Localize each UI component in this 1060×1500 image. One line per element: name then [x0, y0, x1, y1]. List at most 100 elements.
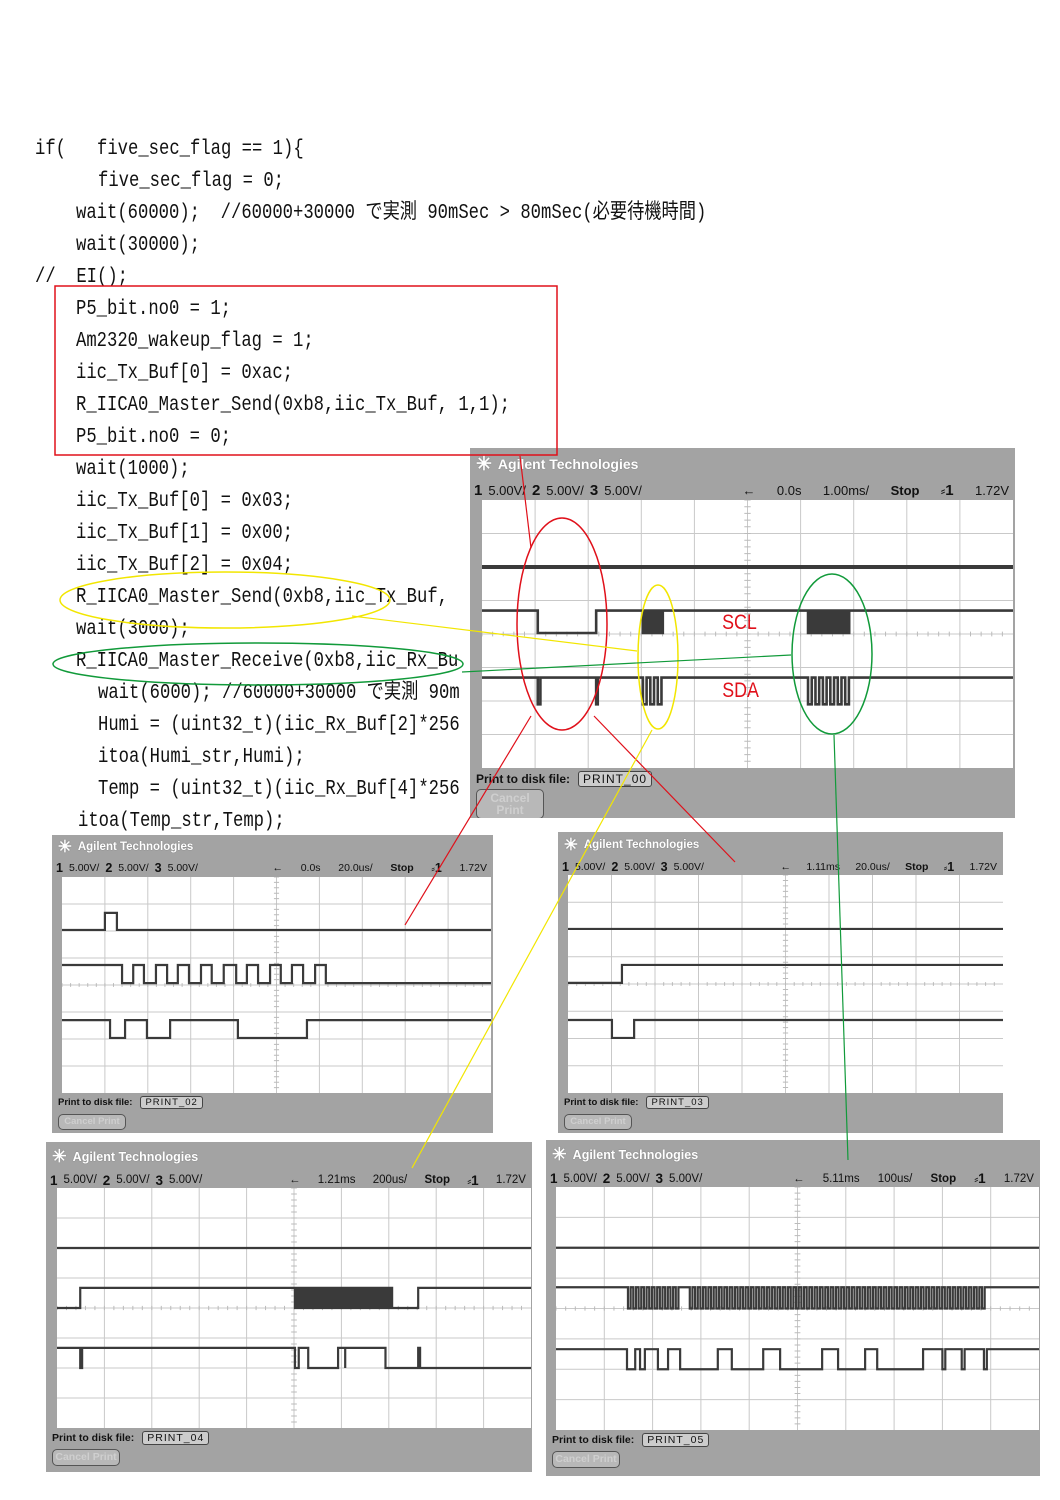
print-file-name: PRINT_03	[646, 1096, 709, 1109]
channel-1-number: 1	[550, 1171, 558, 1186]
channel-2-trace	[62, 965, 491, 983]
trigger-source: ⸗1	[974, 1171, 986, 1186]
channel-2-number: 2	[602, 1171, 611, 1186]
agilent-logo-icon: ✳	[52, 1146, 67, 1167]
print-file-name: PRINT_04	[142, 1431, 210, 1445]
code-line: R_IICA0_Master_Send(0xb8,iic_Tx_Buf, 1,1…	[76, 394, 511, 417]
waveform-display	[556, 1187, 1039, 1430]
trigger-level: 1.72V	[459, 862, 487, 874]
print-to-disk-label: Print to disk file:	[476, 772, 571, 786]
channel-3-number: 3	[589, 481, 599, 499]
delay-arrow-icon: ←	[272, 862, 284, 874]
channel-1-scale: 5.00V/	[563, 1172, 597, 1185]
trigger-source: ⸗1	[943, 859, 955, 874]
channel-3-number: 3	[155, 1172, 164, 1188]
print-to-disk-row: Print to disk file: PRINT_05	[552, 1433, 710, 1447]
scope-title-bar: ✳ Agilent Technologies	[52, 835, 193, 859]
print-to-disk-label: Print to disk file:	[564, 1097, 639, 1108]
code-line: iic_Tx_Buf[0] = 0xac;	[76, 362, 294, 385]
channel-3-number: 3	[660, 859, 668, 874]
delay-arrow-icon: ←	[289, 1174, 301, 1186]
channel-3-number: 3	[154, 861, 162, 875]
delay-arrow-icon: ←	[742, 482, 756, 498]
brand-name: Agilent Technologies	[77, 841, 194, 853]
code-line: R_IICA0_Master_Receive(0xb8,iic_Rx_Bu	[76, 650, 459, 673]
brand-name: Agilent Technologies	[72, 1150, 199, 1164]
brand-name: Agilent Technologies	[572, 1148, 699, 1162]
trigger-level: 1.72V	[1003, 1172, 1034, 1185]
cancel-print-button[interactable]: Cancel Print	[552, 1451, 620, 1468]
delay-value: 1.11ms	[806, 860, 840, 873]
channel-1-scale: 5.00V/	[488, 482, 526, 498]
print-file-name: PRINT_02	[140, 1096, 203, 1109]
code-line: iic_Tx_Buf[1] = 0x00;	[76, 522, 294, 545]
code-line: Humi = (uint32_t)(iic_Rx_Buf[2]*256	[98, 714, 460, 737]
code-line: P5_bit.no0 = 0;	[76, 426, 232, 449]
code-line: wait(30000);	[76, 234, 201, 257]
delay-value: 1.21ms	[317, 1174, 356, 1186]
code-line: if( five_sec_flag == 1){	[35, 138, 304, 161]
run-status: Stop	[890, 482, 920, 498]
center-ticks	[568, 875, 994, 1088]
channel-1-scale: 5.00V/	[68, 862, 100, 874]
print-to-disk-row: Print to disk file: PRINT_03	[564, 1096, 709, 1109]
timebase-value: 100us/	[877, 1172, 913, 1185]
code-line: itoa(Humi_str,Humi);	[98, 746, 305, 769]
channel-2-scale: 5.00V/	[616, 1172, 650, 1185]
channel-3-scale: 5.00V/	[669, 1172, 703, 1185]
channel-1-number: 1	[56, 861, 63, 875]
code-line: wait(1000);	[76, 458, 190, 481]
channel-2-scale: 5.00V/	[118, 862, 149, 874]
timebase-value: 20.0us/	[338, 862, 373, 874]
trigger-level: 1.72V	[975, 482, 1009, 498]
trigger-edge-icon: ⸗	[974, 1174, 979, 1186]
channel-2-scale: 5.00V/	[116, 1174, 150, 1186]
scope-title-bar: ✳ Agilent Technologies	[558, 832, 699, 858]
delay-value: 5.11ms	[822, 1172, 860, 1185]
agilent-logo-icon: ✳	[58, 837, 72, 856]
scope-title-bar: ✳Agilent Technologies	[470, 448, 638, 480]
channel-3-trace	[62, 1020, 491, 1038]
code-line: P5_bit.no0 = 1;	[76, 298, 232, 321]
code-line: // EI();	[35, 266, 129, 289]
run-status: Stop	[930, 1172, 957, 1185]
channel-2-trace	[556, 1287, 1039, 1308]
delay-arrow-icon: ←	[793, 1172, 805, 1185]
channel-3-scale: 5.00V/	[167, 862, 198, 874]
cancel-print-button[interactable]: Cancel Print	[52, 1449, 120, 1466]
channel-2-number: 2	[105, 861, 113, 875]
code-line: Temp = (uint32_t)(iic_Rx_Buf[4]*256	[98, 778, 460, 801]
cancel-print-button[interactable]: Cancel Print	[58, 1114, 126, 1130]
run-status: Stop	[424, 1174, 451, 1186]
channel-2-number: 2	[102, 1172, 111, 1188]
channel-3-scale: 5.00V/	[604, 482, 642, 498]
brand-name: Agilent Technologies	[583, 839, 700, 851]
channel-2-scale: 5.00V/	[546, 482, 584, 498]
print-to-disk-label: Print to disk file:	[58, 1097, 133, 1108]
code-line: wait(60000); //60000+30000 で実測 90mSec > …	[76, 202, 707, 225]
scope-title-bar: ✳ Agilent Technologies	[46, 1142, 198, 1172]
trigger-level: 1.72V	[969, 860, 997, 873]
brand-name: Agilent Technologies	[497, 456, 639, 472]
channel-3-number: 3	[655, 1171, 664, 1186]
delay-arrow-icon: ←	[780, 860, 792, 873]
cancel-print-button[interactable]: Cancel Print	[564, 1114, 632, 1130]
run-status: Stop	[390, 862, 414, 874]
trigger-edge-icon: ⸗	[467, 1175, 472, 1188]
print-to-disk-row: Print to disk file: PRINT_02	[58, 1096, 203, 1109]
channel-3-trace	[556, 1349, 1039, 1369]
cancel-print-button[interactable]: Cancel Print	[476, 789, 544, 818]
channel-3-trace	[57, 1348, 531, 1368]
run-status: Stop	[905, 860, 929, 873]
trigger-edge-icon: ⸗	[943, 861, 948, 874]
center-ticks	[57, 1188, 522, 1422]
agilent-logo-icon: ✳	[564, 835, 578, 854]
timebase-value: 200us/	[372, 1174, 408, 1186]
print-to-disk-row: Print to disk file: PRINT_00	[476, 771, 653, 787]
